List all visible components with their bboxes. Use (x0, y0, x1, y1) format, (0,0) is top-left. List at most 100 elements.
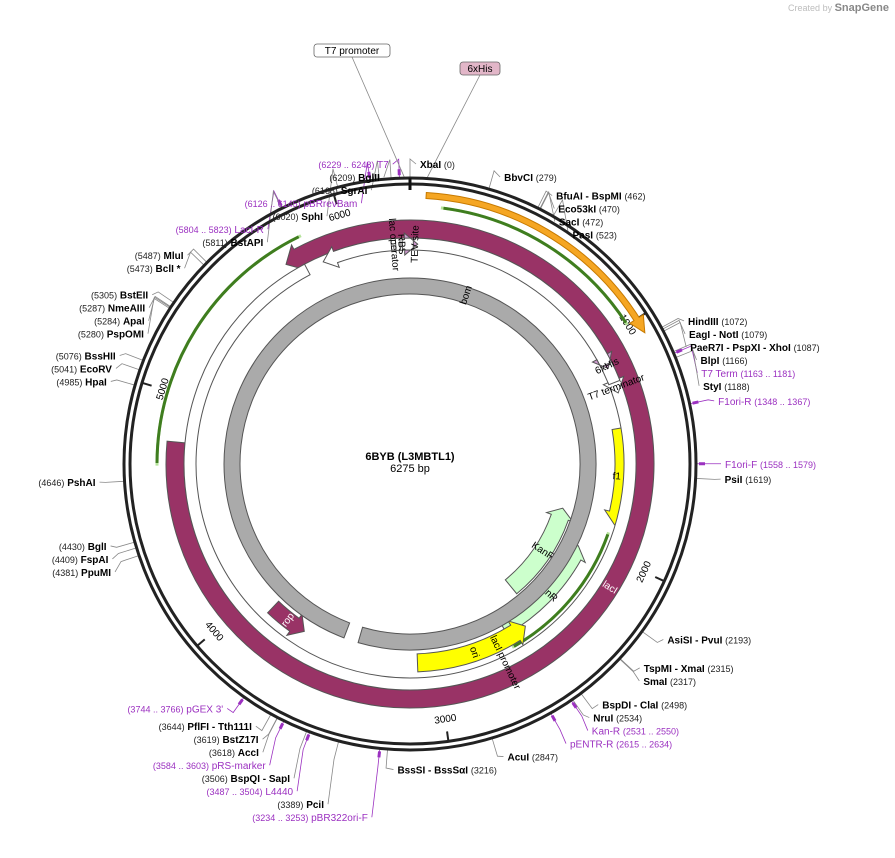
leader-line (148, 296, 170, 321)
plasmid-name: 6BYB (L3MBTL1) (365, 451, 455, 463)
leader-line (371, 749, 381, 818)
feature-ori (416, 620, 526, 673)
leader-line (147, 297, 170, 334)
feature-bom (223, 277, 597, 651)
primer-site-mark (571, 701, 578, 709)
scale-tick-label: 4000 (202, 620, 225, 644)
leader-line (581, 693, 599, 710)
site-bcli: (5473) BclI * (127, 264, 181, 275)
leader-line (326, 168, 338, 217)
primer-site-mark (675, 348, 683, 354)
primer-f1ori-r: F1ori-R (1348 .. 1367) (718, 397, 810, 408)
site-bfuai-bspmi: BfuAI - BspMI (462) (556, 192, 645, 203)
site-mlui: (5487) MluI (135, 251, 184, 262)
leader-line (262, 718, 278, 753)
site-bstapi: (5811) BstAPI (202, 238, 263, 249)
leader-line (184, 251, 204, 269)
site-pcii: (3389) PciI (277, 800, 324, 811)
site-nrui: NruI (2534) (593, 714, 642, 725)
site-bspdi-clai: BspDI - ClaI (2498) (602, 701, 687, 712)
primer-site-mark (305, 734, 311, 741)
site-bbvci: BbvCI (279) (504, 173, 557, 184)
leader-line (676, 349, 700, 386)
site-tspmi-xmai: TspMI - XmaI (2315) (644, 664, 734, 675)
leader-line (115, 363, 140, 370)
site-hindiii: HindIII (1072) (688, 317, 747, 328)
site-sphi: (6020) SphI (272, 212, 323, 223)
primer-prs-marker: (3584 .. 3603) pRS-marker (153, 761, 266, 772)
primer-t7-term: T7 Term (1163 .. 1181) (701, 369, 795, 380)
site-bglii: (6209) BglII (329, 173, 380, 184)
leader-line (262, 718, 278, 740)
primer-t7: (6229 .. 6248) T7 (318, 160, 389, 171)
site-styi: StyI (1188) (703, 382, 749, 393)
feature-tev-site-label: TEV site (410, 225, 422, 263)
leader-line (673, 343, 697, 361)
primer-site-mark (278, 722, 285, 730)
leader-line (110, 541, 135, 548)
scale-tick (196, 638, 206, 647)
leader-line (99, 480, 124, 483)
feature-rop (266, 600, 305, 637)
site-eco53ki: Eco53kI (470) (558, 205, 620, 216)
scale-tick-label: 3000 (434, 713, 458, 727)
site-apai: (5284) ApaI (94, 317, 145, 328)
leader-line (385, 750, 394, 770)
primer-f1ori-f: F1ori-F (1558 .. 1579) (725, 460, 816, 471)
leader-line (296, 732, 310, 792)
leader-line (255, 714, 271, 732)
feature-6xhis (591, 350, 613, 370)
leader-line (266, 189, 282, 243)
label-leader-lines (99, 56, 722, 818)
site-acui: AcuI (2847) (507, 753, 557, 764)
primer-pentr-r: pENTR-R (2615 .. 2634) (570, 740, 672, 751)
plasmid-length: 6275 bp (390, 463, 430, 475)
leader-line (293, 731, 307, 779)
site-nmeaiii: (5287) NmeAIII (79, 304, 145, 315)
feature-laci-promoter (183, 237, 637, 691)
leader-line (539, 191, 555, 209)
leader-line (426, 74, 481, 178)
site-fspai: (4409) FspAI (52, 555, 109, 566)
leader-line (110, 379, 135, 386)
primer-pbr322ori-f: (3234 .. 3253) pBR322ori-F (252, 813, 368, 824)
boxed-label-frame (313, 43, 391, 58)
features: f1 oriKanRKanRoriropbomlacIlacI promoter… (155, 191, 655, 709)
site-bsshii: (5076) BssHII (56, 351, 116, 362)
primer-site-mark (550, 714, 557, 722)
leader-line (662, 318, 685, 328)
scale-tick (332, 194, 338, 205)
leader-line (409, 158, 417, 177)
primer-laci-r: (5804 .. 5823) LacI-R (176, 225, 264, 236)
feature-t7-terminator (602, 375, 625, 394)
leader-line (152, 291, 174, 303)
watermark-brand: SnapGene (834, 2, 889, 14)
leader-line (351, 56, 405, 178)
boxed-label-t7-promoter: T7 promoter (325, 46, 380, 57)
primer-site-mark (237, 698, 244, 706)
leader-line (664, 321, 687, 347)
leader-line (619, 659, 640, 682)
feature-rbs (399, 237, 404, 251)
kanr-strand-arrow (513, 533, 610, 648)
leader-line (383, 159, 392, 178)
site-eagi-noti: EagI - NotI (1079) (689, 330, 767, 341)
site-labels: XbaI (0)BbvCI (279)BfuAI - BspMI (462)Ec… (38, 43, 820, 824)
feature-ori-label: ori (467, 645, 481, 659)
scale-tick-label: 2000 (635, 559, 654, 584)
primer-site-mark (277, 199, 283, 207)
site-acci: (3618) AccI (209, 748, 259, 759)
leader-line (488, 170, 501, 189)
feature-lac-operator (390, 237, 397, 252)
leader-line (662, 319, 686, 335)
leader-line (696, 478, 721, 480)
site-saci: SacI (472) (559, 218, 603, 229)
leader-line (572, 699, 590, 718)
leader-line (491, 738, 504, 757)
primer-pbrrevbam: (6126 .. 6145) pBRrevBam (245, 199, 358, 210)
l3mbtl1-insert-arrow (443, 206, 628, 324)
leader-line (537, 190, 553, 208)
leader-line (327, 741, 339, 805)
leader-line (148, 295, 171, 308)
feature-tev-site (403, 231, 419, 257)
